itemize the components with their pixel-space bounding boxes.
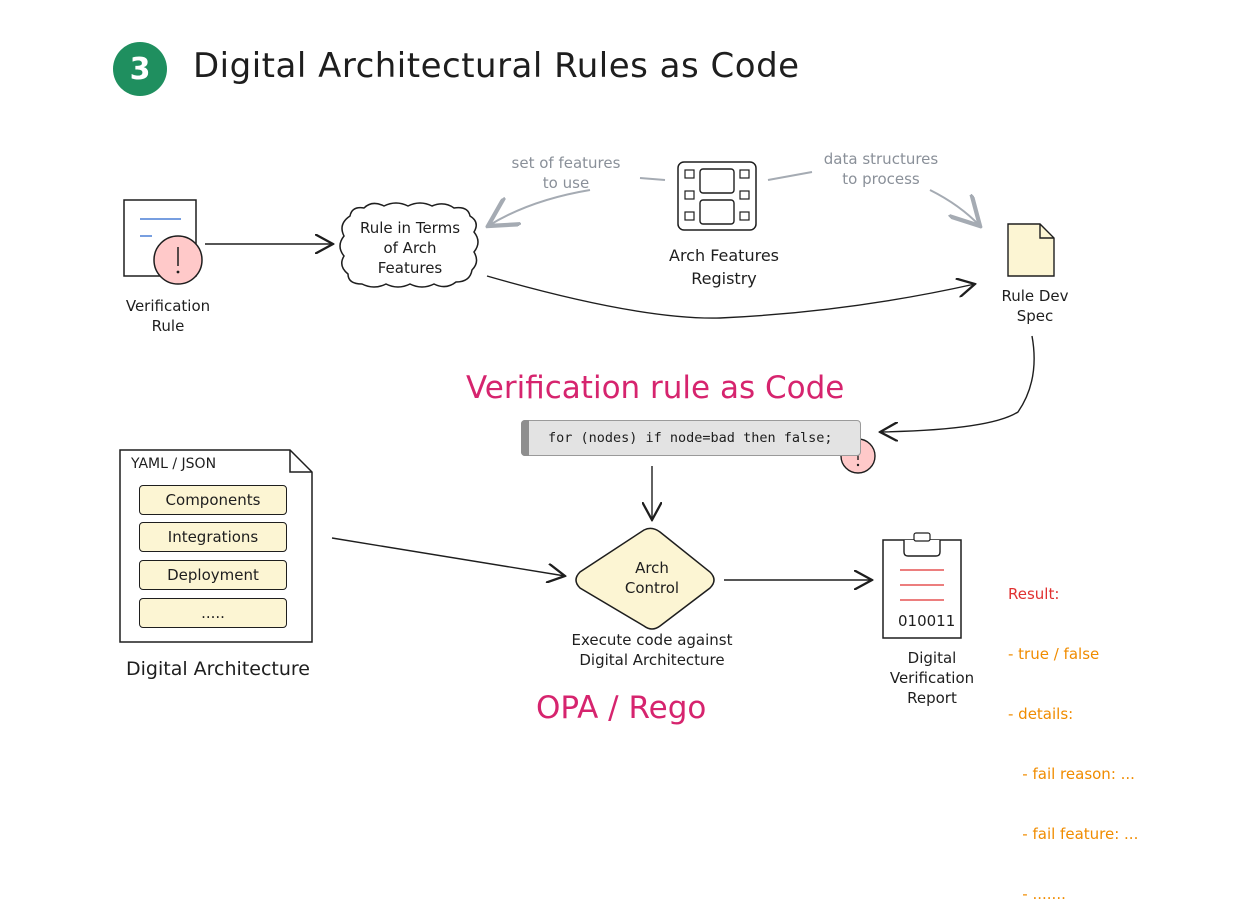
arrow-registry-to-rule-terms [488,177,666,226]
code-snippet-handle [521,420,529,456]
result-line: - fail reason: ... [1008,765,1135,783]
result-line: - ....... [1008,885,1066,903]
rule-dev-spec-icon [1007,223,1055,277]
code-headline: Verification rule as Code [466,370,845,406]
layer-more: ..... [139,598,287,628]
format-header: YAML / JSON [131,456,217,472]
digital-architecture-caption: Digital Architecture [126,658,310,680]
annotation-data-structures: data structures to process [823,150,939,188]
rule-in-terms-cloud [339,202,479,288]
result-line: - fail feature: ... [1008,825,1139,843]
verification-report-icon [882,532,962,639]
arch-control-diamond [575,527,715,630]
layer-components: Components [139,485,287,515]
step-number-badge: 3 [113,42,167,96]
code-snippet: for (nodes) if node=bad then false; [521,420,861,456]
verification-report-label: Digital Verification Report [889,649,975,707]
arch-control-caption: Execute code against Digital Architectur… [571,631,733,669]
arrow-architecture-to-control [331,537,565,576]
opa-rego-label: OPA / Rego [536,690,707,726]
result-heading: Result: [1008,585,1060,603]
report-binary: 010011 [898,612,956,630]
annotation-set-of-features: set of features to use [511,154,621,192]
result-line: - true / false [1008,645,1100,663]
alert-icon [153,235,203,285]
layer-deployment: Deployment [139,560,287,590]
arrow-dev-spec-to-code [880,335,1035,432]
arch-features-registry-icon [677,161,757,231]
verification-rule-label: Verification Rule [125,297,211,335]
arch-control-label: Arch Control [624,559,680,597]
result-line: - details: [1008,705,1074,723]
arch-features-registry-label: Arch Features Registry [669,246,779,288]
page-title: Digital Architectural Rules as Code [193,46,800,86]
rule-dev-spec-label: Rule Dev Spec [1001,287,1069,325]
arrow-registry-to-dev-spec [767,171,980,226]
layer-integrations: Integrations [139,522,287,552]
arrow-terms-to-dev-spec [486,275,975,319]
rule-in-terms-label: Rule in Terms of Arch Features [359,219,461,277]
result-details: Result: - true / false - details: - fail… [1008,544,1138,924]
